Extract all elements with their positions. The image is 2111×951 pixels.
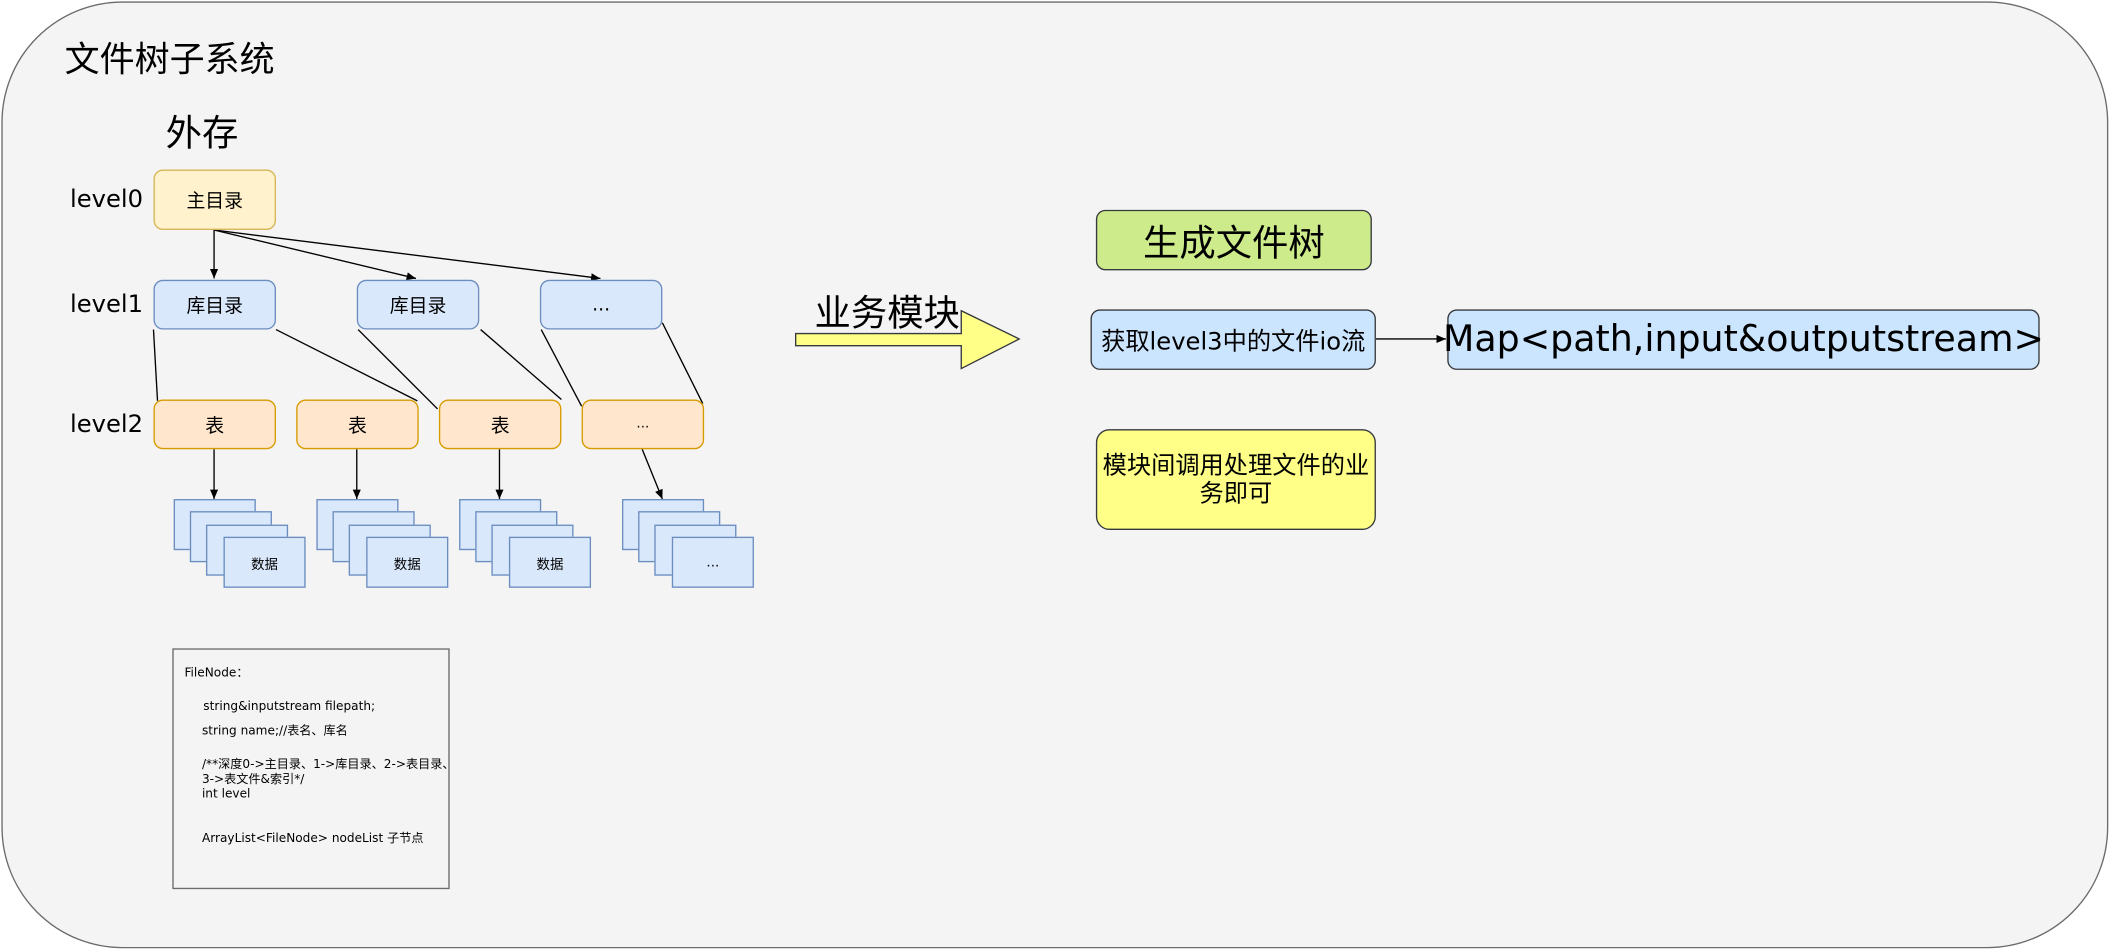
external-storage-label: 外存 <box>165 112 239 155</box>
note-line: 3->表文件&索引*/ <box>201 773 305 787</box>
level0-label: level0 <box>70 185 144 214</box>
root-directory-node[interactable]: 主目录 <box>153 169 276 231</box>
data-block-more[interactable]: ... <box>671 536 754 588</box>
data-block[interactable]: 数据 <box>508 536 592 588</box>
inter-module-call-node[interactable]: 模块间调用处理文件的业务即可 <box>1095 429 1376 530</box>
path-stream-map-node[interactable]: Map<path,input&outputstream> <box>1443 309 2044 370</box>
table-more-node[interactable]: ... <box>581 399 705 450</box>
level2-label: level2 <box>70 410 144 439</box>
edge-root-lib3 <box>213 229 601 282</box>
business-module-arrow <box>794 309 1021 370</box>
note-line: FileNode： <box>184 667 249 681</box>
table-node[interactable]: 表 <box>438 399 562 450</box>
data-block[interactable]: 数据 <box>223 536 306 588</box>
table-node[interactable]: 表 <box>296 399 419 450</box>
get-io-stream-node[interactable]: 获取level3中的文件io流 <box>1090 309 1376 370</box>
business-module-label: 业务模块 <box>814 293 960 335</box>
table-node[interactable]: 表 <box>153 399 276 450</box>
note-line: ArrayList<FileNode> nodeList 子节点 <box>201 832 424 847</box>
data-block[interactable]: 数据 <box>366 536 449 588</box>
note-line: string&inputstream filepath; <box>203 700 376 715</box>
note-line: string name;//表名、库名 <box>201 725 348 739</box>
level1-label: level1 <box>70 290 144 319</box>
generate-file-tree-node[interactable]: 生成文件树 <box>1095 209 1372 271</box>
edge-root-lib2 <box>213 229 417 281</box>
library-directory-more-node[interactable]: ... <box>539 279 663 330</box>
note-line: int level <box>201 788 251 802</box>
note-line: /**深度0->主目录、1->库目录、2->表目录、 <box>201 758 455 773</box>
filenode-definition-note: FileNode： string&inputstream filepath; s… <box>172 648 454 890</box>
library-directory-node[interactable]: 库目录 <box>356 279 480 330</box>
library-directory-node[interactable]: 库目录 <box>153 279 276 330</box>
diagram-title: 文件树子系统 <box>64 40 275 81</box>
